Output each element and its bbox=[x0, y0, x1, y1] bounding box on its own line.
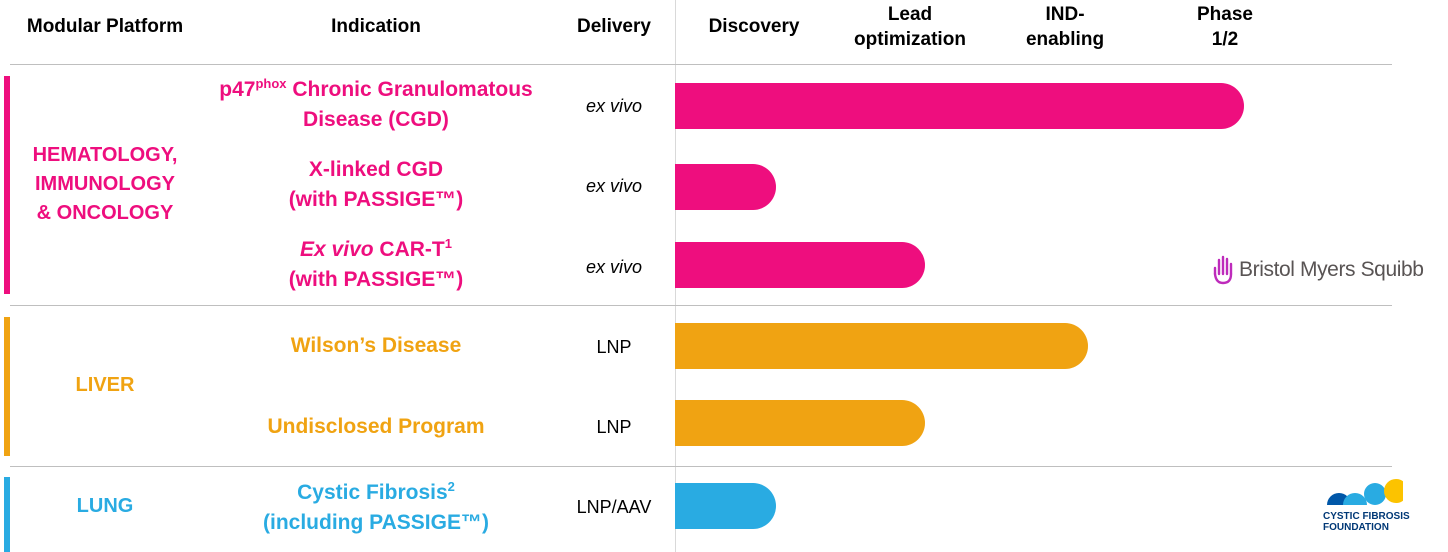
partner-logo-cystic-fibrosis-foundation: CYSTIC FIBROSIS FOUNDATION bbox=[1323, 478, 1433, 533]
indication-superscript: 2 bbox=[447, 479, 455, 494]
cff-name-line2: FOUNDATION bbox=[1323, 522, 1389, 533]
header-divider bbox=[10, 64, 1392, 65]
stage-label-line2: enabling bbox=[1025, 29, 1105, 50]
indication-superscript: 1 bbox=[444, 236, 452, 251]
indication-ex-vivo-car-t: Ex vivo CAR-T1 (with PASSIGE™) bbox=[206, 235, 546, 295]
indication-line1-a: Ex vivo bbox=[300, 238, 374, 261]
bar-ex-vivo-car-t bbox=[675, 242, 925, 288]
indication-line1-b: CAR-T bbox=[373, 238, 445, 261]
indication-line1: Undisclosed Program bbox=[267, 415, 485, 438]
header-stage-lead-optimization: Lead optimization bbox=[840, 2, 980, 52]
indication-superscript: phox bbox=[255, 76, 287, 91]
delivery-x-linked-cgd: ex vivo bbox=[585, 176, 643, 196]
header-indication: Indication bbox=[331, 16, 421, 37]
group-label-line: LUNG bbox=[76, 495, 134, 517]
indication-line1-a: p47 bbox=[219, 78, 256, 101]
group-label-line: IMMUNOLOGY bbox=[35, 173, 175, 195]
header-modular-platform: Modular Platform bbox=[26, 16, 184, 37]
stage-label-line1: IND- bbox=[1045, 4, 1085, 25]
header-stage-discovery: Discovery bbox=[694, 14, 814, 39]
bar-cystic-fibrosis bbox=[675, 483, 776, 529]
group-accent-heme bbox=[4, 76, 10, 294]
delivery-cystic-fibrosis: LNP/AAV bbox=[576, 497, 652, 517]
stage-label-line2: optimization bbox=[854, 29, 966, 50]
cff-circles-icon bbox=[1327, 479, 1408, 505]
header-stage-phase-1-2: Phase 1/2 bbox=[1165, 2, 1285, 52]
indication-line2: (including PASSIGE™) bbox=[263, 511, 489, 534]
group-label-liver: LIVER bbox=[10, 371, 200, 400]
indication-line2: (with PASSIGE™) bbox=[288, 188, 464, 211]
delivery-undisclosed-program: LNP bbox=[596, 417, 632, 437]
indication-line1-a: Cystic Fibrosis bbox=[297, 481, 448, 504]
indication-line1: X-linked CGD bbox=[308, 158, 444, 181]
bms-hand-icon bbox=[1213, 255, 1233, 285]
group-accent-lung bbox=[4, 477, 10, 552]
header-stage-ind-enabling: IND- enabling bbox=[1005, 2, 1125, 52]
partner-logo-bristol-myers-squibb: Bristol Myers Squibb bbox=[1212, 255, 1424, 285]
indication-cystic-fibrosis: Cystic Fibrosis2 (including PASSIGE™) bbox=[206, 478, 546, 538]
indication-x-linked-cgd: X-linked CGD (with PASSIGE™) bbox=[206, 155, 546, 215]
stage-label-line2: 1/2 bbox=[1211, 29, 1239, 50]
group-label-line: & ONCOLOGY bbox=[36, 202, 174, 224]
header-delivery: Delivery bbox=[577, 16, 651, 37]
group-label-line: LIVER bbox=[75, 374, 135, 396]
indication-line1-b: Chronic Granulomatous bbox=[286, 78, 533, 101]
group-label-line: HEMATOLOGY, bbox=[32, 144, 178, 166]
group-divider-heme-liver bbox=[10, 305, 1392, 306]
delivery-wilsons-disease: LNP bbox=[596, 337, 632, 357]
group-label-hematology-immunology-oncology: HEMATOLOGY, IMMUNOLOGY & ONCOLOGY bbox=[10, 141, 200, 228]
stage-label-line1: Phase bbox=[1197, 4, 1253, 25]
stage-label-line1: Discovery bbox=[708, 16, 800, 37]
bar-x-linked-cgd bbox=[675, 164, 776, 210]
group-label-lung: LUNG bbox=[10, 492, 200, 521]
delivery-p47phox-cgd: ex vivo bbox=[585, 96, 643, 116]
indication-line2: (with PASSIGE™) bbox=[288, 268, 464, 291]
bar-wilsons-disease bbox=[675, 323, 1088, 369]
delivery-ex-vivo-car-t: ex vivo bbox=[585, 257, 643, 277]
indication-p47phox-cgd: p47phox Chronic Granulomatous Disease (C… bbox=[206, 75, 546, 135]
bar-undisclosed-program bbox=[675, 400, 925, 446]
group-accent-liver bbox=[4, 317, 10, 456]
cff-name-line1: CYSTIC FIBROSIS bbox=[1323, 511, 1410, 522]
indication-line2: Disease (CGD) bbox=[303, 108, 449, 131]
indication-line1: Wilson’s Disease bbox=[290, 334, 462, 357]
bar-p47phox-cgd bbox=[675, 83, 1244, 129]
group-divider-liver-lung bbox=[10, 466, 1392, 467]
stage-label-line1: Lead bbox=[887, 4, 933, 25]
partner-name-bms: Bristol Myers Squibb bbox=[1239, 258, 1424, 281]
indication-undisclosed-program: Undisclosed Program bbox=[206, 412, 546, 442]
indication-wilsons-disease: Wilson’s Disease bbox=[206, 331, 546, 361]
